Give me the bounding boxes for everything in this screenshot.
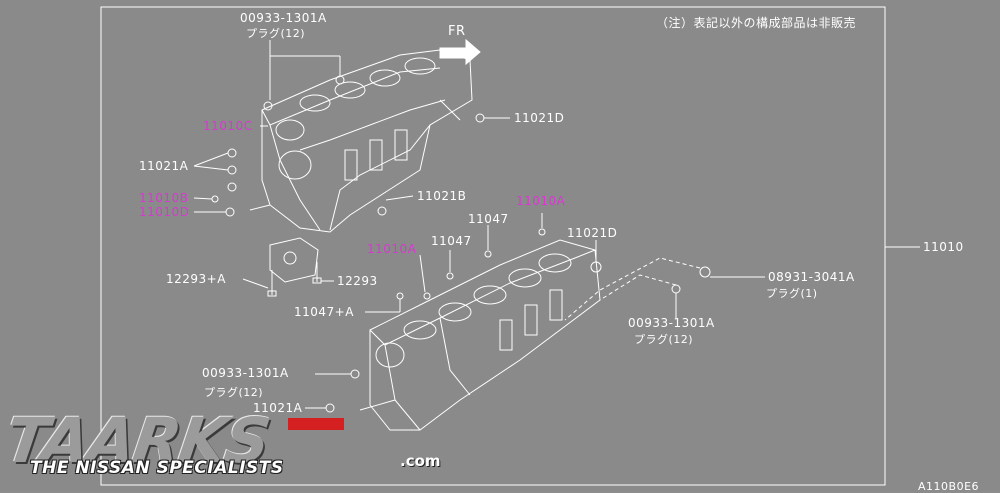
part-label-11010d: 11010D: [139, 205, 190, 219]
direction-label: FR: [448, 24, 466, 39]
part-label-11021a-left: 11021A: [139, 159, 189, 173]
part-label-00933-low-name: プラグ(12): [204, 386, 264, 399]
part-label-00933-mid-number: 00933-1301A: [628, 316, 715, 330]
plug-08931: [699, 266, 711, 278]
frame-border: [100, 6, 886, 486]
part-label-11010b: 11010B: [139, 191, 189, 205]
brand-domain: .com: [400, 452, 441, 470]
part-label-plug-top-number: 00933-1301A: [240, 11, 327, 25]
part-label-11021b: 11021B: [417, 189, 467, 203]
part-label-11021d-top: 11021D: [514, 111, 565, 125]
red-highlight: [288, 418, 344, 430]
part-label-12293a: 12293+A: [166, 272, 226, 286]
part-label-11021d-mid: 11021D: [567, 226, 618, 240]
part-label-11010a-left: 11010A: [367, 242, 417, 256]
part-label-00933-low-number: 00933-1301A: [202, 366, 289, 380]
assembly-part-label: 11010: [923, 240, 964, 254]
part-label-11010a-right: 11010A: [516, 194, 566, 208]
part-label-12293: 12293: [337, 274, 378, 288]
plug-11021d-top: [475, 113, 485, 123]
corner-code: A110B0E6: [918, 480, 980, 493]
plug-00933-mid: [671, 284, 681, 294]
part-label-plug-top-name: プラグ(12): [246, 27, 306, 40]
part-label-00933-mid-name: プラグ(12): [634, 333, 694, 346]
brand-tagline: THE NISSAN SPECIALISTS: [30, 458, 284, 478]
part-label-11021a-low: 11021A: [253, 401, 303, 415]
part-label-11047-left: 11047: [431, 234, 472, 248]
fr-arrow: [439, 38, 481, 66]
part-label-08931-name: プラグ(1): [766, 287, 818, 300]
part-label-11047-right: 11047: [468, 212, 509, 226]
part-label-11047a: 11047+A: [294, 305, 354, 319]
plug-top-2: [335, 75, 345, 85]
lower-engine-block: [359, 239, 601, 431]
note-text: （注）表記以外の構成部品は非販売: [656, 16, 857, 30]
part-label-11010c: 11010C: [203, 119, 253, 133]
part-label-08931-number: 08931-3041A: [768, 270, 855, 284]
upper-engine-block: [249, 49, 473, 283]
plug-top-1: [263, 101, 273, 111]
